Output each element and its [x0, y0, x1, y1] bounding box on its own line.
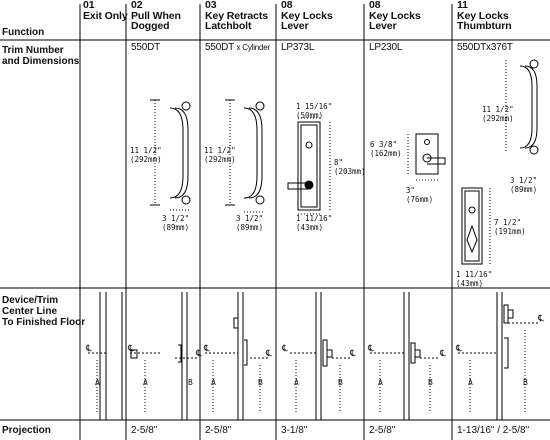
column-header-05: 08 Key Locks Lever — [369, 0, 421, 32]
column-name: Key Locks Lever — [369, 9, 421, 32]
dimension-b-label: B — [188, 378, 193, 387]
trim-number-04: LP373L — [281, 42, 315, 53]
centerline-symbol: ℄ — [282, 344, 288, 354]
dimension-a-label: A — [294, 378, 299, 387]
dimension-b-label: B — [523, 378, 528, 387]
lever-trim-drawing-lp373l — [287, 117, 331, 215]
centerline-symbol: ℄ — [196, 349, 202, 359]
projection-value-02: 2-5/8" — [131, 425, 158, 436]
centerline-symbol: ℄ — [266, 349, 272, 359]
dimension-a-label: A — [378, 378, 383, 387]
dimension-a-label: A — [95, 378, 100, 387]
dimension-label: 1 11/16" (43mm) — [456, 270, 493, 288]
dimension-label: 3 1/2" (89mm) — [510, 176, 538, 194]
trim-suffix: x Cylinder — [236, 43, 271, 52]
dimension-label: 3 1/2" (89mm) — [162, 214, 190, 232]
dimension-label: 6 3/8" (162mm) — [370, 140, 402, 158]
column-header-01: 01 Exit Only — [83, 0, 128, 21]
trim-number: 550DT — [205, 42, 234, 53]
dimension-b-label: B — [428, 378, 433, 387]
centerline-symbol: ℄ — [128, 344, 134, 354]
dimension-a-label: A — [211, 378, 216, 387]
column-header-06: 11 Key Locks Thumbturn — [457, 0, 512, 32]
centerline-symbol: ℄ — [440, 349, 446, 359]
dimension-label: 7 1/2" (191mm) — [494, 218, 526, 236]
projection-value-03: 2-5/8" — [205, 425, 232, 436]
pull-handle-drawing-02 — [150, 99, 191, 211]
column-header-03: 03 Key Retracts Latchbolt — [205, 0, 268, 32]
column-name: Key Locks Lever — [281, 9, 333, 32]
row-label-function: Function — [2, 27, 45, 38]
dimension-b-label: B — [338, 378, 343, 387]
dimension-b-label: B — [258, 378, 263, 387]
column-name: Exit Only — [83, 9, 128, 22]
dimension-label: 11 1/2" (292mm) — [130, 146, 162, 164]
projection-value-04: 3-1/8" — [281, 425, 308, 436]
dimension-label: 8" (203mm) — [334, 158, 366, 176]
trim-number-03: 550DT x Cylinder — [205, 42, 270, 53]
projection-value-05: 2-5/8" — [369, 425, 396, 436]
column-name: Pull When Dogged — [131, 9, 181, 32]
row-label-projection: Projection — [2, 425, 51, 436]
trim-number-02: 550DT — [131, 42, 161, 53]
dimension-label: 3" (76mm) — [406, 186, 434, 204]
dimension-a-label: A — [468, 378, 473, 387]
dimension-label: 1 15/16" (50mm) — [296, 102, 333, 120]
column-name: Key Retracts Latchbolt — [205, 9, 268, 32]
trim-number-06: 550DTx376T — [457, 42, 513, 53]
column-number: 03 — [205, 0, 217, 11]
row-label-device: Device/Trim Center Line To Finished Floo… — [2, 295, 86, 328]
column-number: 08 — [281, 0, 293, 11]
device-centerline-drawings — [88, 292, 540, 420]
column-number: 01 — [83, 0, 95, 11]
pull-handle-drawing-03 — [225, 99, 265, 213]
lever-trim-drawing-lp230l — [407, 133, 446, 181]
centerline-symbol: ℄ — [368, 344, 374, 354]
centerline-symbol: ℄ — [86, 344, 92, 354]
dimension-label: 3 1/2" (89mm) — [236, 214, 264, 232]
column-header-04: 08 Key Locks Lever — [281, 0, 333, 32]
centerline-symbol: ℄ — [204, 344, 210, 354]
column-number: 11 — [457, 0, 468, 11]
dimension-label: 11 1/2" (292mm) — [204, 146, 236, 164]
centerline-symbol: ℄ — [456, 344, 462, 354]
row-label-trim: Trim Number and Dimensions — [2, 45, 80, 67]
column-number: 08 — [369, 0, 381, 11]
trim-number-05: LP230L — [369, 42, 403, 53]
pull-and-thumbturn-drawing — [461, 59, 539, 265]
centerline-symbol: ℄ — [350, 349, 356, 359]
projection-value-06: 1-13/16" / 2-5/8" — [457, 425, 530, 436]
dimension-label: 1 11/16" (43mm) — [296, 214, 333, 232]
dimension-label: 11 1/2" (292mm) — [482, 105, 514, 123]
column-number: 02 — [131, 0, 143, 11]
column-header-02: 02 Pull When Dogged — [131, 0, 181, 32]
centerline-symbol: ℄ — [538, 314, 544, 324]
dimension-a-label: A — [143, 378, 148, 387]
column-name: Key Locks Thumbturn — [457, 9, 512, 32]
